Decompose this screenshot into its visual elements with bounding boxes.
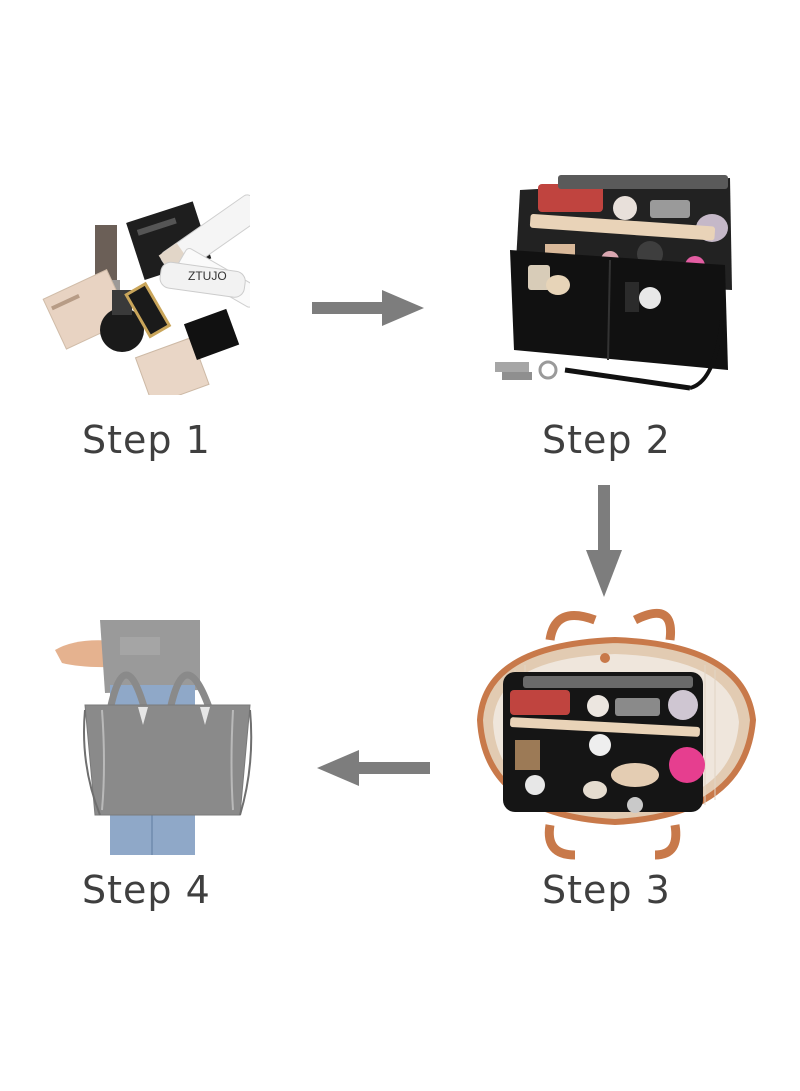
step2-label: Step 2 bbox=[542, 418, 671, 462]
step3-tote-with-organizer-image bbox=[465, 600, 765, 860]
step4-label: Step 4 bbox=[82, 868, 211, 912]
step3-label: Step 3 bbox=[542, 868, 671, 912]
arrow-left-icon bbox=[315, 748, 430, 788]
step2-organizer-image bbox=[490, 170, 740, 395]
step1-label: Step 1 bbox=[82, 418, 211, 462]
arrow-down-icon bbox=[584, 485, 624, 600]
ztujo-brand-text: ZTUJO bbox=[188, 269, 227, 283]
arrow-right-icon bbox=[312, 288, 427, 328]
step1-cosmetics-image: ZTUJO bbox=[40, 185, 250, 395]
step4-person-with-tote-image bbox=[50, 615, 270, 860]
